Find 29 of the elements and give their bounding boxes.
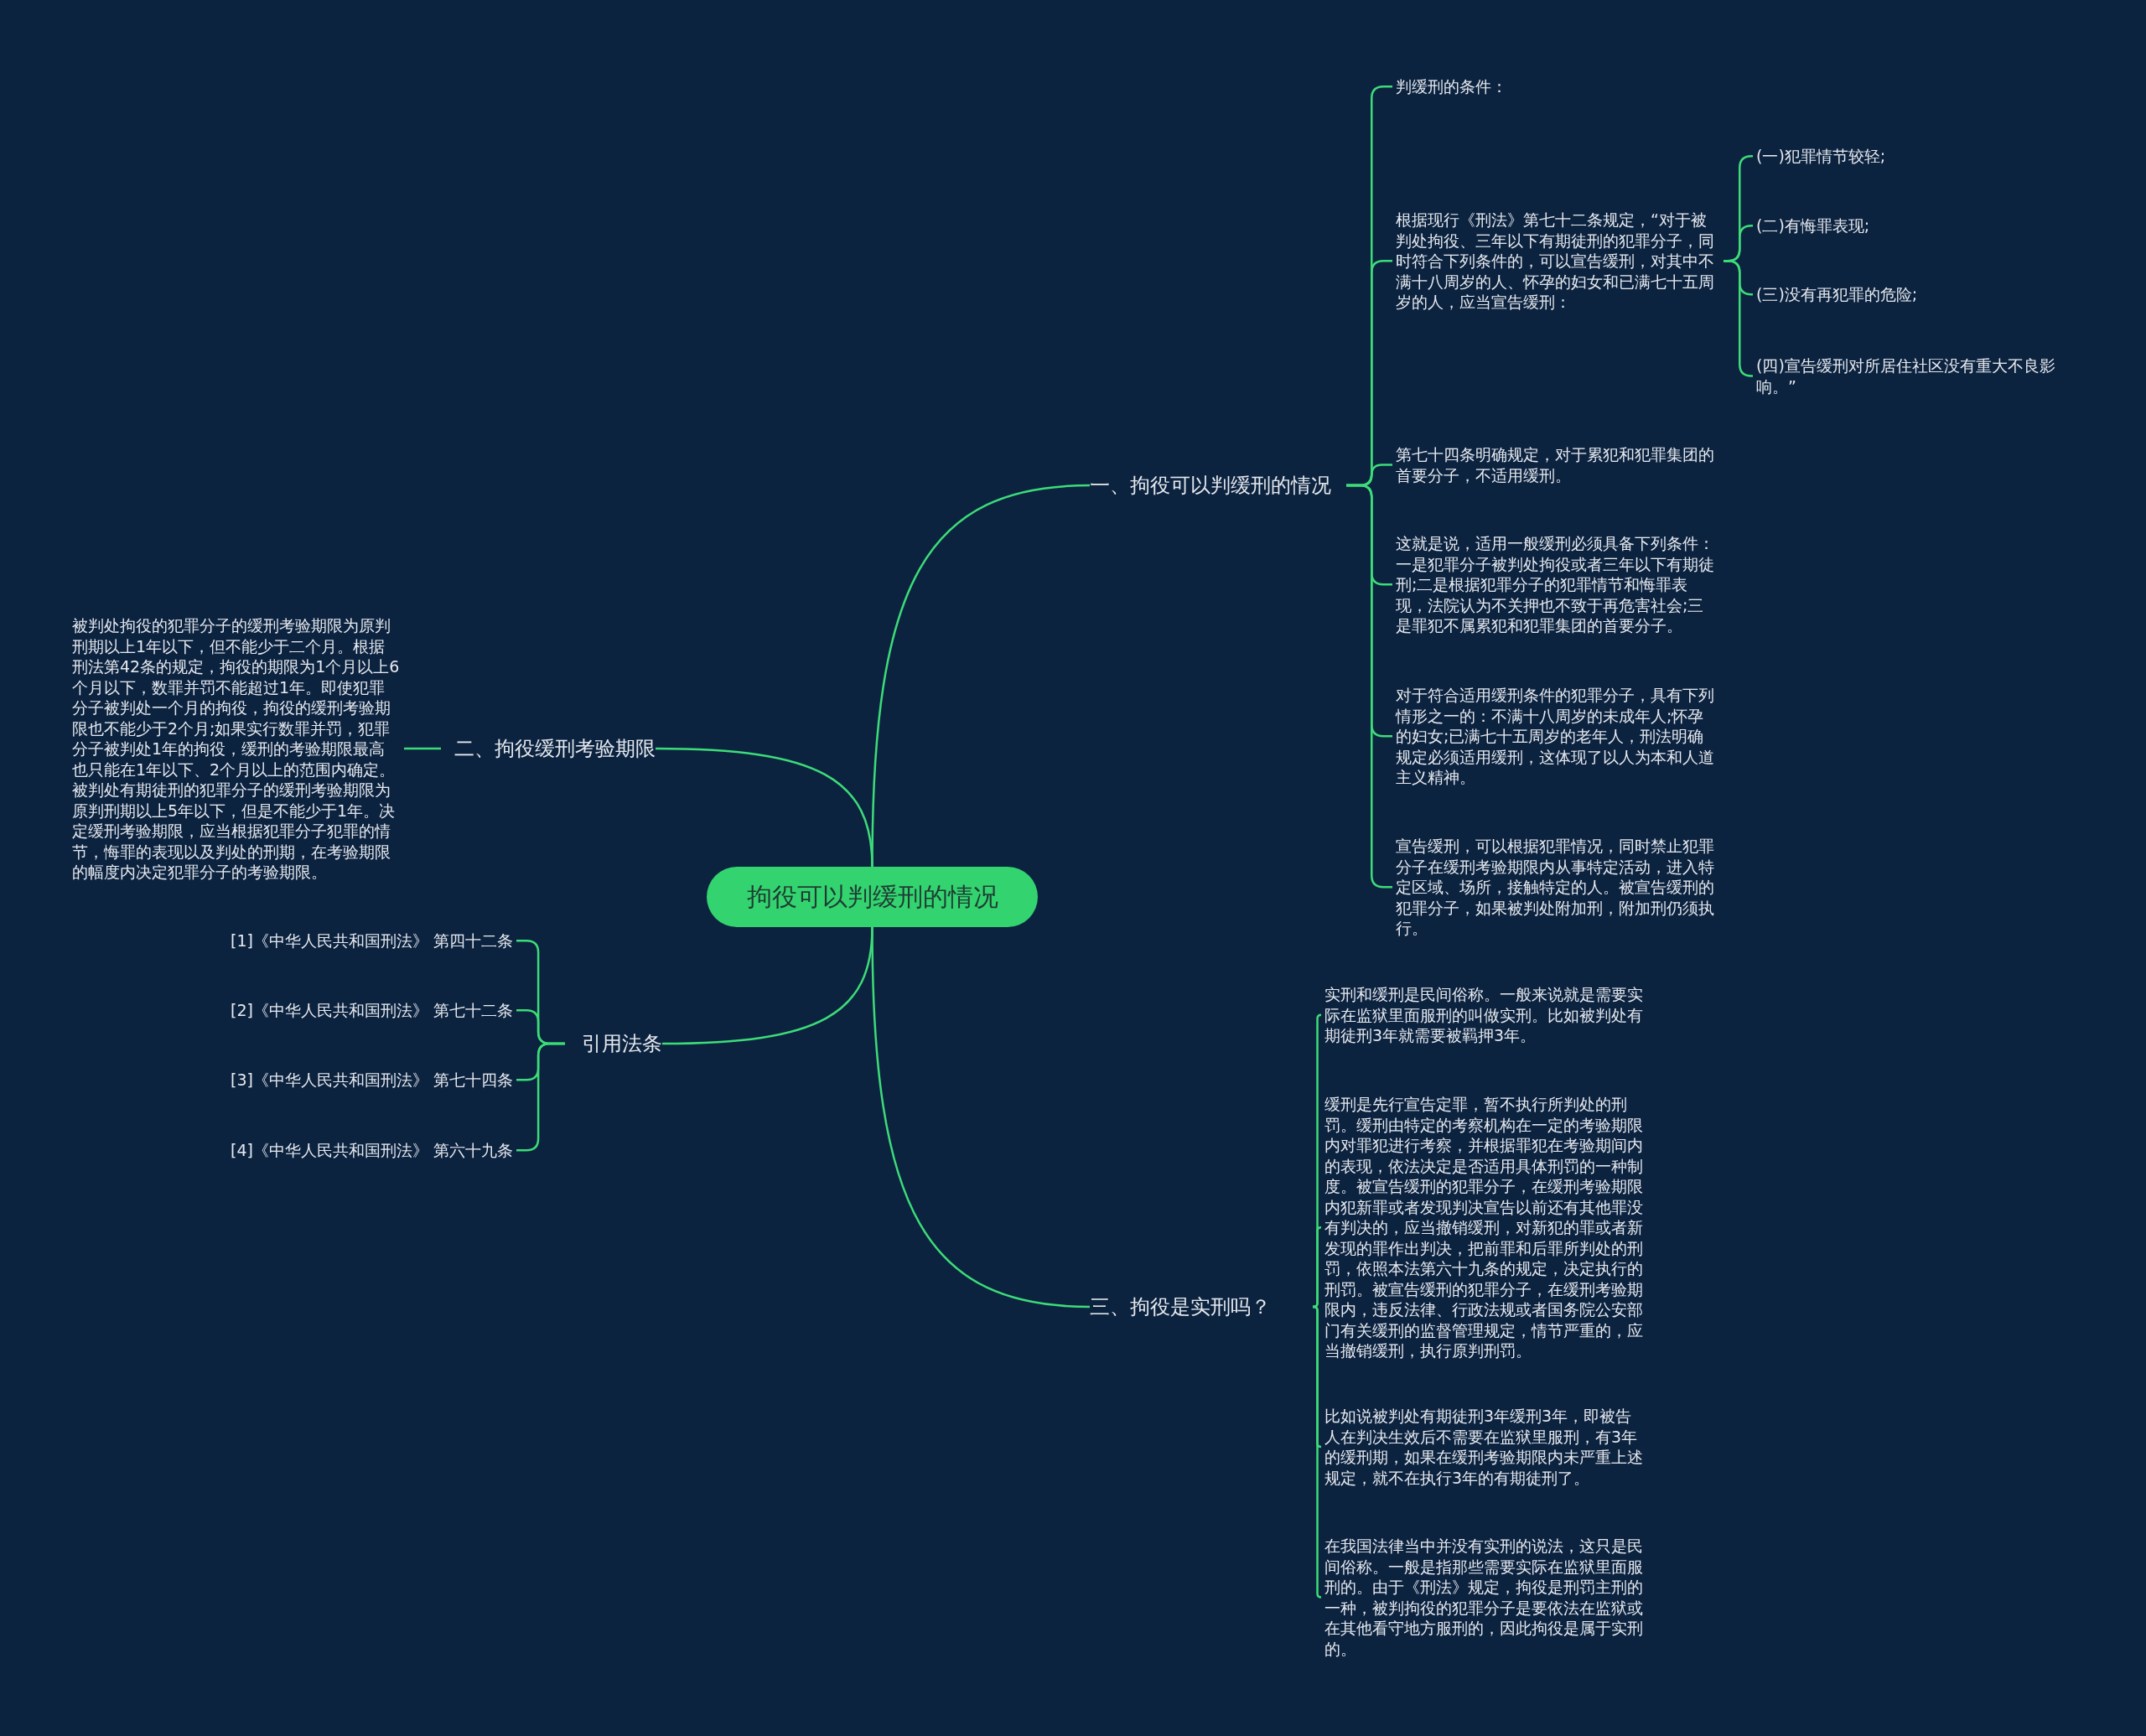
note-text: 比如说被判处有期徒刑3年缓刑3年，即被告人在判决生效后不需要在监狱里服刑，有3年的缓刑期，如果在缓刑考验期限内未严重上述规定，就不在执行3年的有期徒刑了。 [1324, 1406, 1647, 1488]
note-text: (三)没有再犯罪的危险; [1756, 284, 2108, 305]
note-text: 这就是说，适用一般缓刑必须具备下列条件：一是犯罪分子被判处拘役或者三年以下有期徒刑;二是根据犯罪分子的犯罪情节和悔罪表现，法院认为不关押也不致于再危害社会;三是罪犯不属累犯和犯罪集团的首要分子。 [1396, 533, 1718, 636]
note-text: 被判处拘役的犯罪分子的缓刑考验期限为原判刑期以上1年以下，但不能少于二个月。根据刑法第42条的规定，拘役的期限为1个月以上6个月以下，数罪并罚不能超过1年。即使犯罪分子被判处一个月的拘役，拘役的缓刑考验期限也不能少于2个月;如果实行数罪并罚，犯罪分子被判处1年的拘役，缓刑的考验期限最高也只能在1年以下、2个月以上的范围内确定。被判处有期徒刑的犯罪分子的缓刑考验期限为原判刑期以上5年以下，但是不能少于1年。决定缓刑考验期限，应当根据犯罪分子犯罪的情节，悔罪的表现以及判处的刑期，在考验期限的幅度内决定犯罪分子的考验期限。 [72, 615, 401, 883]
root-topic: 拘役可以判缓刑的情况 [707, 867, 1038, 927]
note-text: 第七十四条明确规定，对于累犯和犯罪集团的首要分子，不适用缓刑。 [1396, 444, 1718, 485]
branch-topic: 一、拘役可以判缓刑的情况 [1090, 472, 1341, 499]
note-text: 宣告缓刑，可以根据犯罪情况，同时禁止犯罪分子在缓刑考验期限内从事特定活动，进入特定区域、场所，接触特定的人。被宣告缓刑的犯罪分子，如果被判处附加刑，附加刑仍须执行。 [1396, 836, 1718, 939]
note-text: 根据现行《刑法》第七十二条规定，“对于被判处拘役、三年以下有期徒刑的犯罪分子，同时符合下列条件的，可以宣告缓刑，对其中不满十八周岁的人、怀孕的妇女和已满七十五周岁的人，应当宣告缓刑： [1396, 210, 1718, 313]
reference-text: [1]《中华人民共和国刑法》 第四十二条 [220, 930, 513, 951]
branch-topic: 二、拘役缓刑考验期限 [446, 735, 656, 762]
connector-line [1724, 260, 1754, 377]
branch-topic: 引用法条 [570, 1030, 662, 1057]
reference-text: [4]《中华人民共和国刑法》 第六十九条 [220, 1140, 513, 1161]
note-text: 对于符合适用缓刑条件的犯罪分子，具有下列情形之一的：不满十八周岁的未成年人;怀孕的妇女;已满七十五周岁的老年人，刑法明确规定必须适用缓刑，这体现了以人为本和人道主义精神。 [1396, 685, 1718, 788]
note-text: (四)宣告缓刑对所居住社区没有重大不良影响。” [1756, 355, 2075, 396]
reference-text: [3]《中华人民共和国刑法》 第七十四条 [220, 1070, 513, 1091]
connector-line [871, 926, 1091, 1308]
note-text: (一)犯罪情节较轻; [1756, 146, 2108, 167]
reference-text: [2]《中华人民共和国刑法》 第七十二条 [220, 1000, 513, 1021]
connector-line [1312, 1305, 1323, 1599]
branch-topic: 三、拘役是实刑吗？ [1090, 1293, 1308, 1320]
note-text: 实刑和缓刑是民间俗称。一般来说就是需要实际在监狱里面服刑的叫做实刑。比如被判处有期徒刑3年就需要被羁押3年。 [1324, 984, 1647, 1046]
note-text: (二)有悔罪表现; [1756, 215, 2108, 236]
note-text: 判缓刑的条件： [1396, 76, 1647, 97]
note-text: 缓刑是先行宣告定罪，暂不执行所判处的刑罚。缓刑由特定的考察机构在一定的考验期限内对罪犯进行考察，并根据罪犯在考验期间内的表现，依法决定是否适用具体刑罚的一种制度。被宣告缓刑的犯罪分子，在缓刑考验期限内犯新罪或者发现判决宣告以前还有其他罪没有判决的，应当撤销缓刑，对新犯的罪或者新发现的罪作出判决，把前罪和后罪所判处的刑罚，依照本法第六十九条的规定，决定执行的刑罚。被宣告缓刑的犯罪分子，在缓刑考验期限内，违反法律、行政法规或者国务院公安部门有关缓刑的监督管理规定，情节严重的，应当撤销缓刑，执行原判刑罚。 [1324, 1094, 1647, 1361]
connector-line [655, 747, 873, 868]
connector-line [404, 747, 441, 750]
note-text: 在我国法律当中并没有实刑的说法，这只是民间俗称。一般是指那些需要实际在监狱里面服刑的。由于《刑法》规定，拘役是刑罚主刑的一种，被判拘役的犯罪分子是要依法在监狱或在其他看守地方服刑的，因此拘役是属于实刑的。 [1324, 1536, 1647, 1659]
